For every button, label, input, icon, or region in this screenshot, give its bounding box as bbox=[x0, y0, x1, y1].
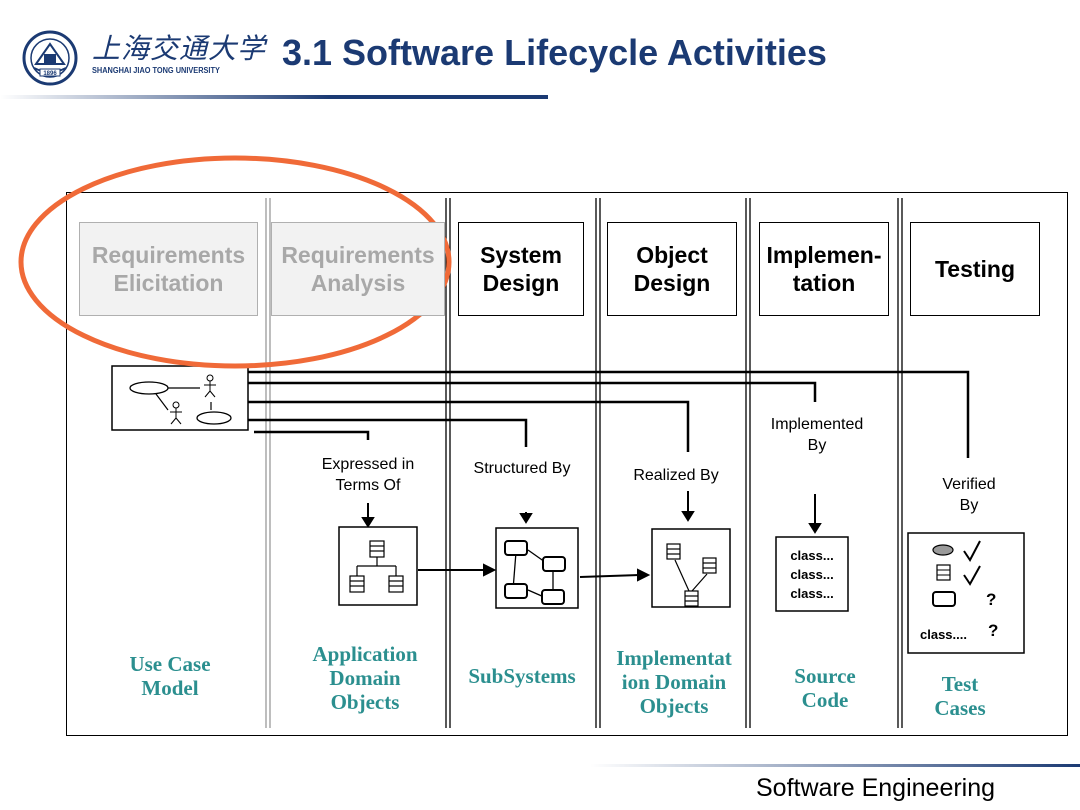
structured-line bbox=[248, 418, 528, 447]
phase-testing: Testing bbox=[910, 222, 1040, 316]
title-underline bbox=[0, 95, 548, 99]
source-code-box bbox=[775, 536, 849, 612]
use-case-model-icon bbox=[111, 365, 249, 431]
subsystems-icon bbox=[495, 527, 579, 609]
relation-lines bbox=[248, 370, 970, 458]
lifecycle-diagram-frame bbox=[66, 192, 1068, 736]
slide-title: 3.1 Software Lifecycle Activities bbox=[282, 32, 827, 73]
implemented-line bbox=[248, 381, 817, 402]
footer-rule bbox=[590, 764, 1080, 767]
university-wordmark: 上海交通大学 SHANGHAI JIAO TONG UNIVERSITY bbox=[92, 32, 267, 84]
app-domain-objects-icon bbox=[338, 526, 418, 606]
phase-implementation: Implemen-tation bbox=[759, 222, 889, 316]
university-name-english: SHANGHAI JIAO TONG UNIVERSITY bbox=[92, 66, 220, 75]
flow-arrows bbox=[418, 563, 651, 582]
verified-line bbox=[248, 370, 970, 458]
realized-line bbox=[248, 400, 690, 452]
test-unknown-mark: ? bbox=[986, 590, 997, 609]
highlight-ellipse bbox=[18, 155, 452, 369]
relation-realized-by: Realized By bbox=[633, 467, 719, 484]
source-code-line: class... bbox=[790, 586, 834, 601]
university-name-chinese: 上海交通大学 bbox=[92, 32, 267, 65]
expressed-line bbox=[254, 430, 370, 440]
product-subsystems: SubSystems bbox=[468, 664, 576, 688]
university-seal-logo: 1896 bbox=[22, 30, 78, 86]
seal-year: 1896 bbox=[43, 71, 57, 77]
relation-structured-by: Structured By bbox=[473, 460, 571, 477]
down-arrows bbox=[361, 491, 822, 534]
footer-course-name: Software Engineering bbox=[756, 774, 996, 802]
column-separators bbox=[265, 198, 903, 728]
test-cases-icon bbox=[907, 532, 1025, 654]
source-code-line: class... bbox=[790, 567, 834, 582]
test-unknown-mark: ? bbox=[988, 621, 999, 640]
impl-domain-objects-icon bbox=[651, 528, 731, 608]
test-class-line: class.... bbox=[920, 627, 967, 642]
source-code-line: class... bbox=[790, 548, 834, 563]
